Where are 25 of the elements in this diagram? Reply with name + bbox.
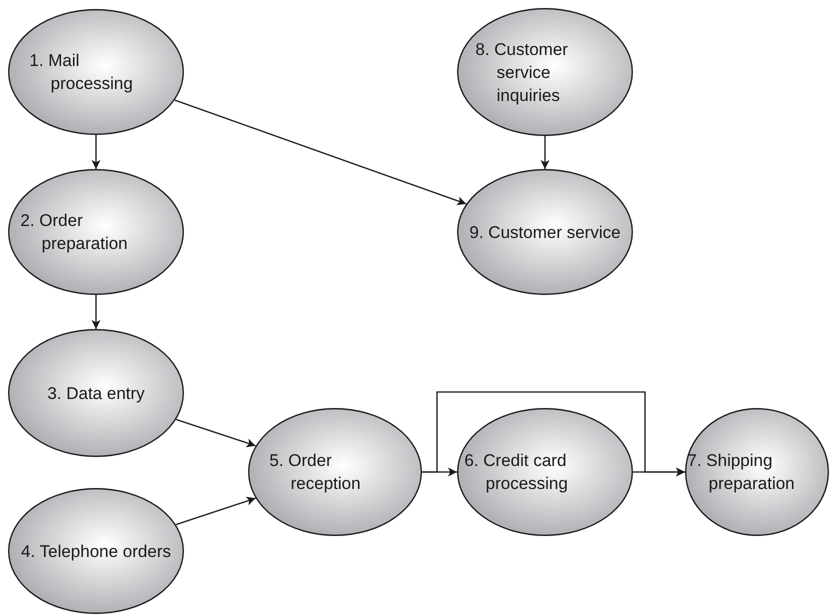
process-ellipse	[248, 408, 422, 536]
process-ellipse	[8, 169, 184, 295]
process-ellipse	[685, 408, 829, 536]
node-label: 3. Data entry	[47, 382, 145, 404]
arrow	[540, 136, 550, 169]
arrow	[176, 418, 256, 448]
arrow	[92, 295, 100, 329]
node-label: 5. Order reception	[269, 450, 362, 495]
process-ellipse	[457, 8, 633, 136]
arrow	[176, 496, 256, 526]
process-ellipse	[8, 9, 184, 135]
node-label: 9. Customer service	[469, 222, 621, 244]
node-label: 8. Customer service inquiries	[475, 38, 569, 106]
process-ellipse	[8, 488, 184, 614]
node-label: 4. Telephone orders	[21, 540, 171, 562]
node-label: 1. Mail processing	[29, 50, 134, 95]
arrow	[174, 99, 466, 206]
arrow	[422, 391, 685, 476]
arrow	[92, 135, 100, 169]
process-ellipse	[8, 329, 184, 457]
node-label: 6. Credit card processing	[464, 450, 569, 495]
node-label: 2. Order preparation	[20, 210, 129, 255]
process-ellipse	[457, 169, 633, 295]
process-ellipse	[457, 408, 633, 536]
node-label: 7. Shipping preparation	[687, 450, 796, 495]
